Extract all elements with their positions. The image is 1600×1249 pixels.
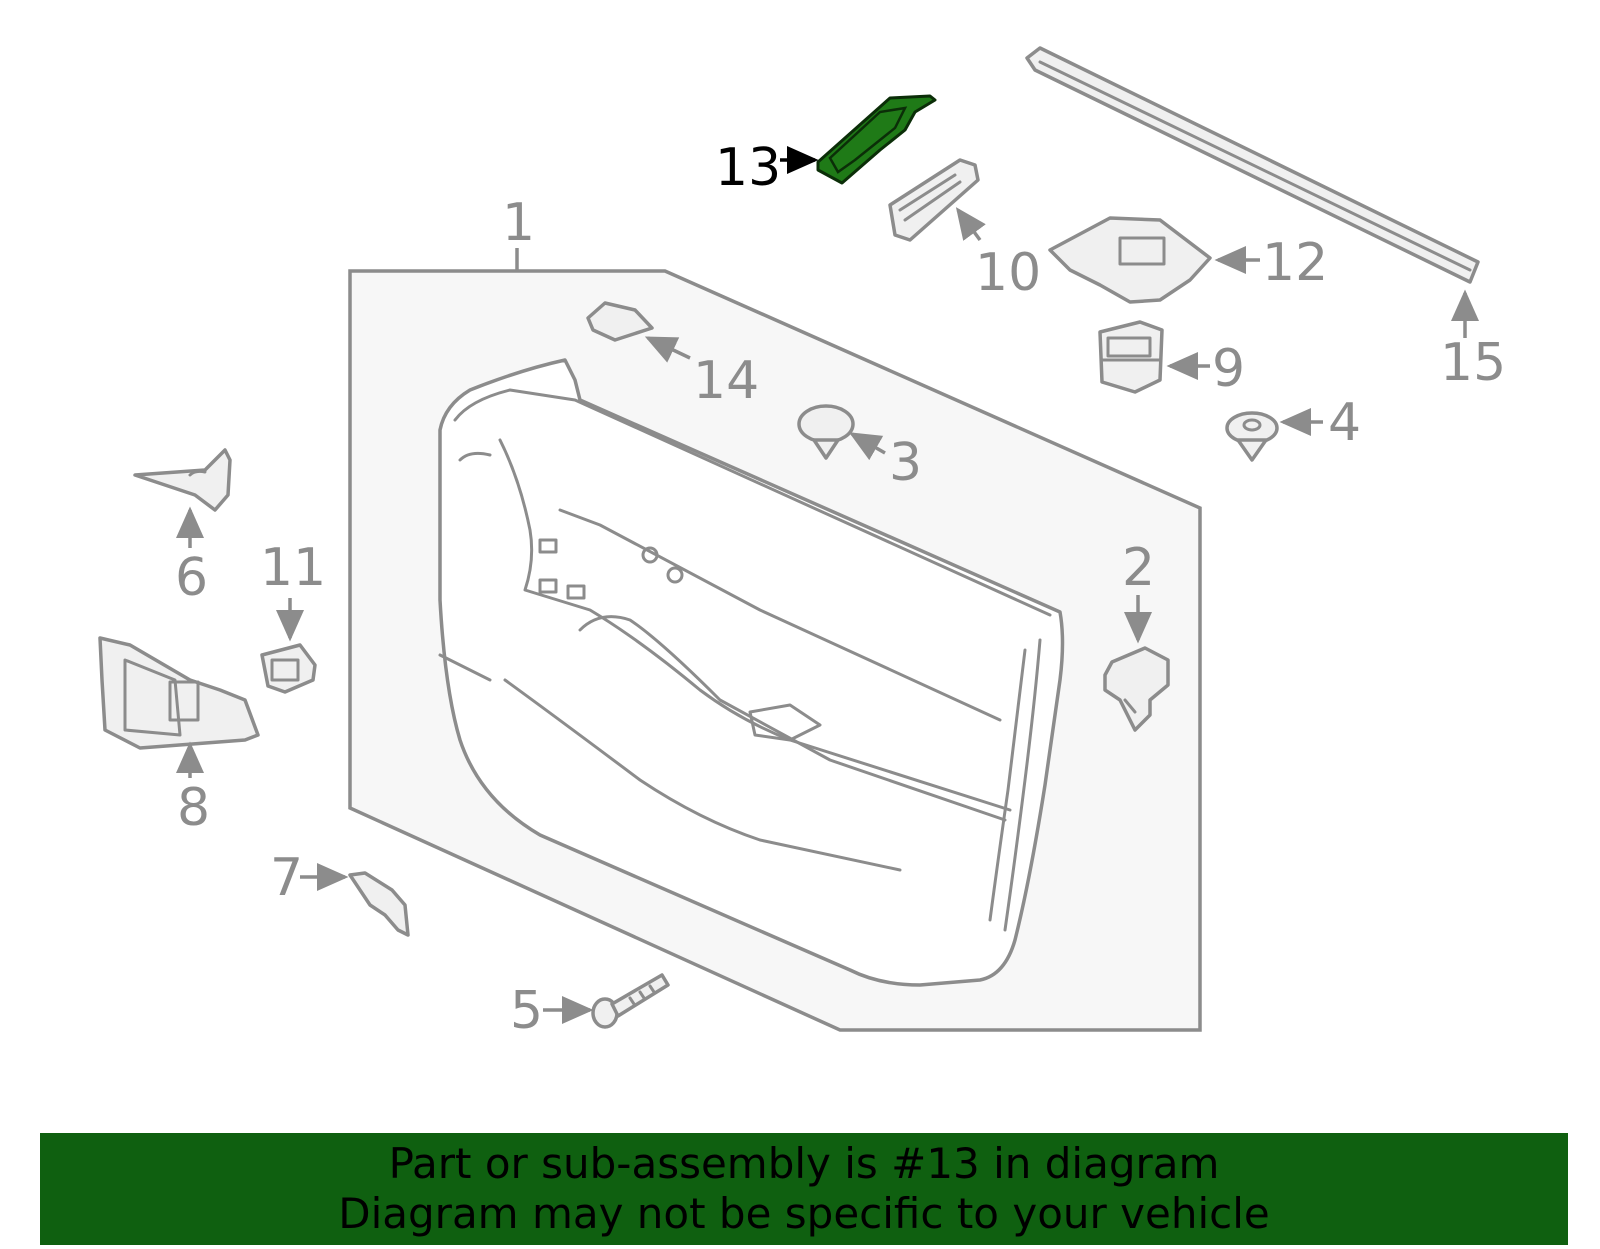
part-13-switch-panel [816,94,937,185]
part-10-window-switch [888,158,980,242]
part-12-bezel [1048,216,1212,304]
callout-12: 12 [1262,233,1328,293]
callout-7: 7 [270,848,303,908]
callout-10: 10 [975,243,1041,303]
part-8-bezel [98,636,260,750]
callout-5: 5 [510,981,543,1041]
part-7-small-bracket [348,871,410,937]
banner-line-1: Part or sub-assembly is #13 in diagram [388,1139,1220,1188]
callout-11: 11 [260,538,326,598]
banner-line-2: Diagram may not be specific to your vehi… [338,1189,1270,1238]
callout-6: 6 [175,548,208,608]
part-15-weatherstrip [1025,46,1480,284]
callout-9: 9 [1212,339,1245,399]
callout-8: 8 [177,778,210,838]
callout-4: 4 [1328,393,1361,453]
callout-2: 2 [1122,538,1155,598]
part-6-bracket [133,448,232,512]
callout-1: 1 [502,193,535,253]
info-banner: Part or sub-assembly is #13 in diagram D… [40,1133,1568,1245]
callout-13: 13 [715,138,781,198]
part-3-push-pin [797,404,855,460]
callout-14: 14 [693,351,759,411]
part-14-cap [586,301,654,342]
callout-15: 15 [1440,333,1506,393]
part-4-push-pin [1225,411,1279,462]
part-9-switch [1098,320,1164,394]
callout-3: 3 [889,433,922,493]
part-1-door-trim-panel [348,269,1202,1032]
part-11-switch [260,643,317,694]
callout-labels: 1 2 3 4 5 6 7 8 9 10 11 12 13 14 15 [175,138,1506,1041]
part-2-clip [1103,646,1170,732]
leader-lines [176,146,1479,1024]
part-5-screw [591,973,670,1029]
